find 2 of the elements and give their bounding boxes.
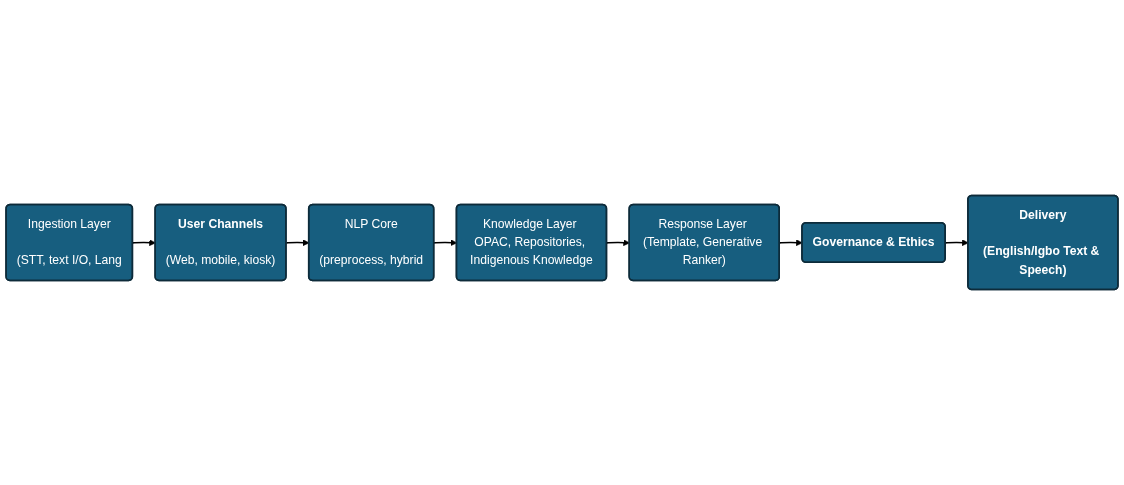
arrow bbox=[132, 239, 156, 246]
arrow bbox=[606, 239, 630, 246]
